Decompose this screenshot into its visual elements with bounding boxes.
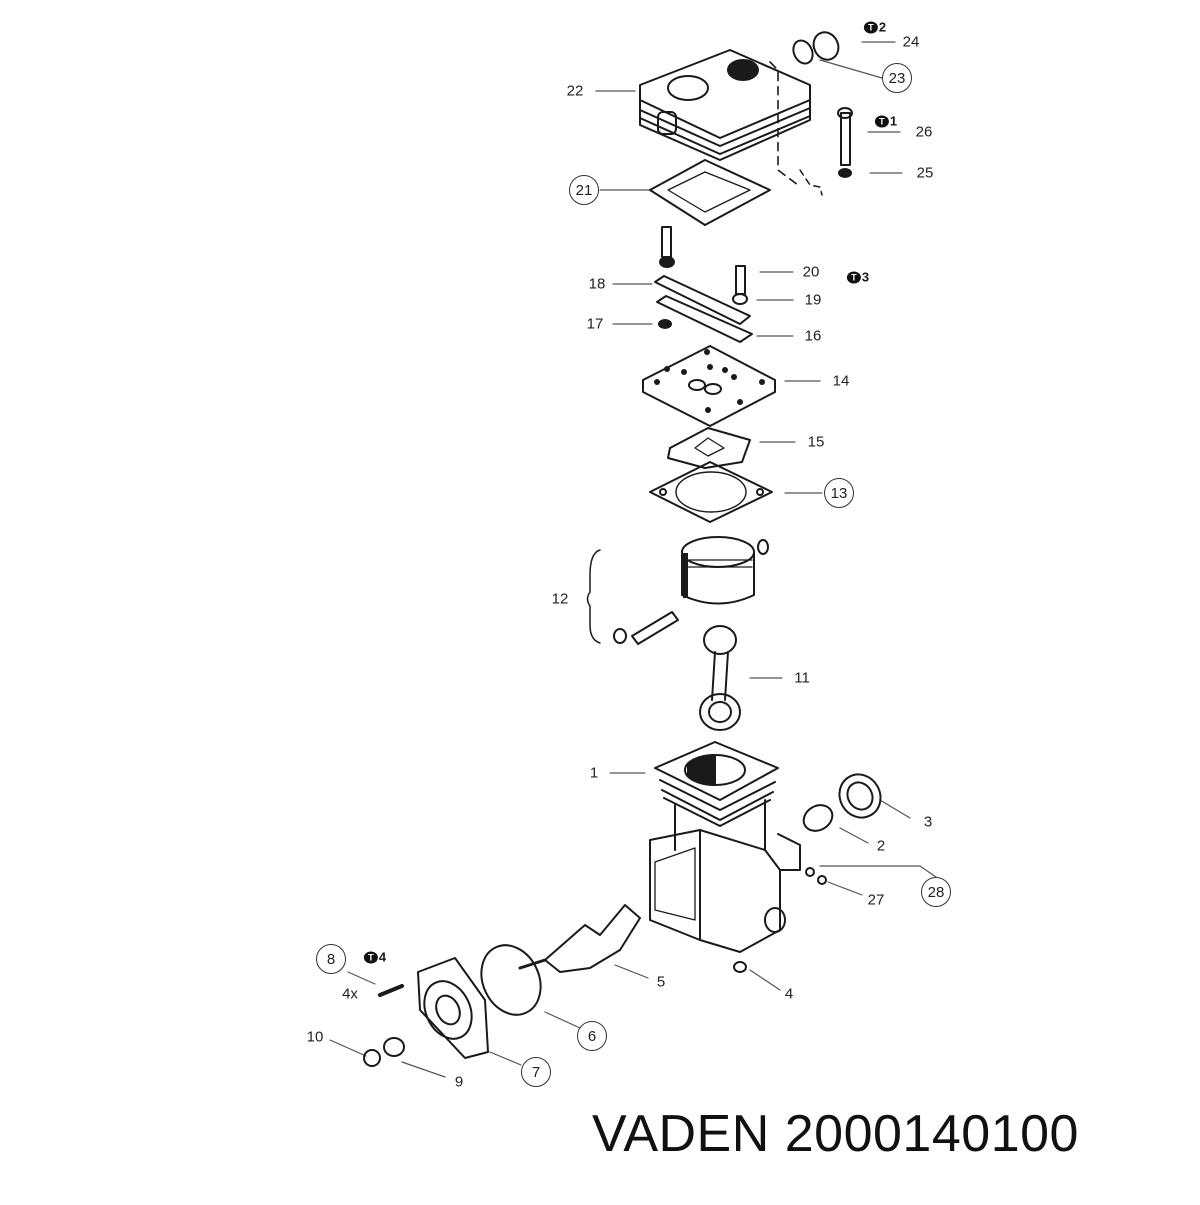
torque-icon: T [363,951,378,963]
callout-5: 5 [656,973,666,991]
callout-8: 8 [316,944,346,974]
torque-icon: T [863,21,878,33]
callout-6: 6 [577,1021,607,1051]
callout-26: 26 [915,123,933,141]
callout-11: 11 [794,669,810,687]
torque-number: 3 [861,269,870,285]
callout-12: 12 [551,590,569,608]
callout-24: 24 [902,33,920,51]
part-1-crankcase [649,741,801,953]
callout-14: 14 [832,372,850,390]
callout-19: 19 [804,291,822,309]
callout-18: 18 [588,275,606,293]
callout-20: 20 [802,263,820,281]
callout-22: 22 [566,82,584,100]
callout-27: 27 [867,891,885,909]
callout-21: 21 [569,175,599,205]
callout-15: 15 [807,433,825,451]
part-22-cylinder-head [639,49,811,186]
callout-10: 10 [306,1028,324,1046]
callout-25: 25 [916,164,934,182]
torque-number: 4 [378,949,387,965]
leader-lines [329,41,937,1078]
callout-28: 28 [921,877,951,907]
callout-17: 17 [586,315,604,333]
callout-2: 2 [876,837,886,855]
callout-7: 7 [521,1057,551,1087]
callout-3: 3 [923,813,933,831]
callout-23: 23 [882,63,912,93]
callout-13: 13 [824,478,854,508]
callout-1: 1 [589,764,599,782]
torque-icon: T [874,115,889,127]
brand-name: VADEN [592,1105,770,1163]
caption: VADEN 2000140100 [592,1108,1079,1160]
torque-number: 1 [889,113,898,129]
torque-icon: T [846,271,861,283]
torque-number: 2 [878,19,887,35]
callout-16: 16 [804,327,822,345]
callout-4: 4 [784,985,794,1003]
callout-qty8: 4x [342,985,358,1003]
part-number: 2000140100 [784,1105,1079,1163]
callout-9: 9 [454,1073,464,1091]
